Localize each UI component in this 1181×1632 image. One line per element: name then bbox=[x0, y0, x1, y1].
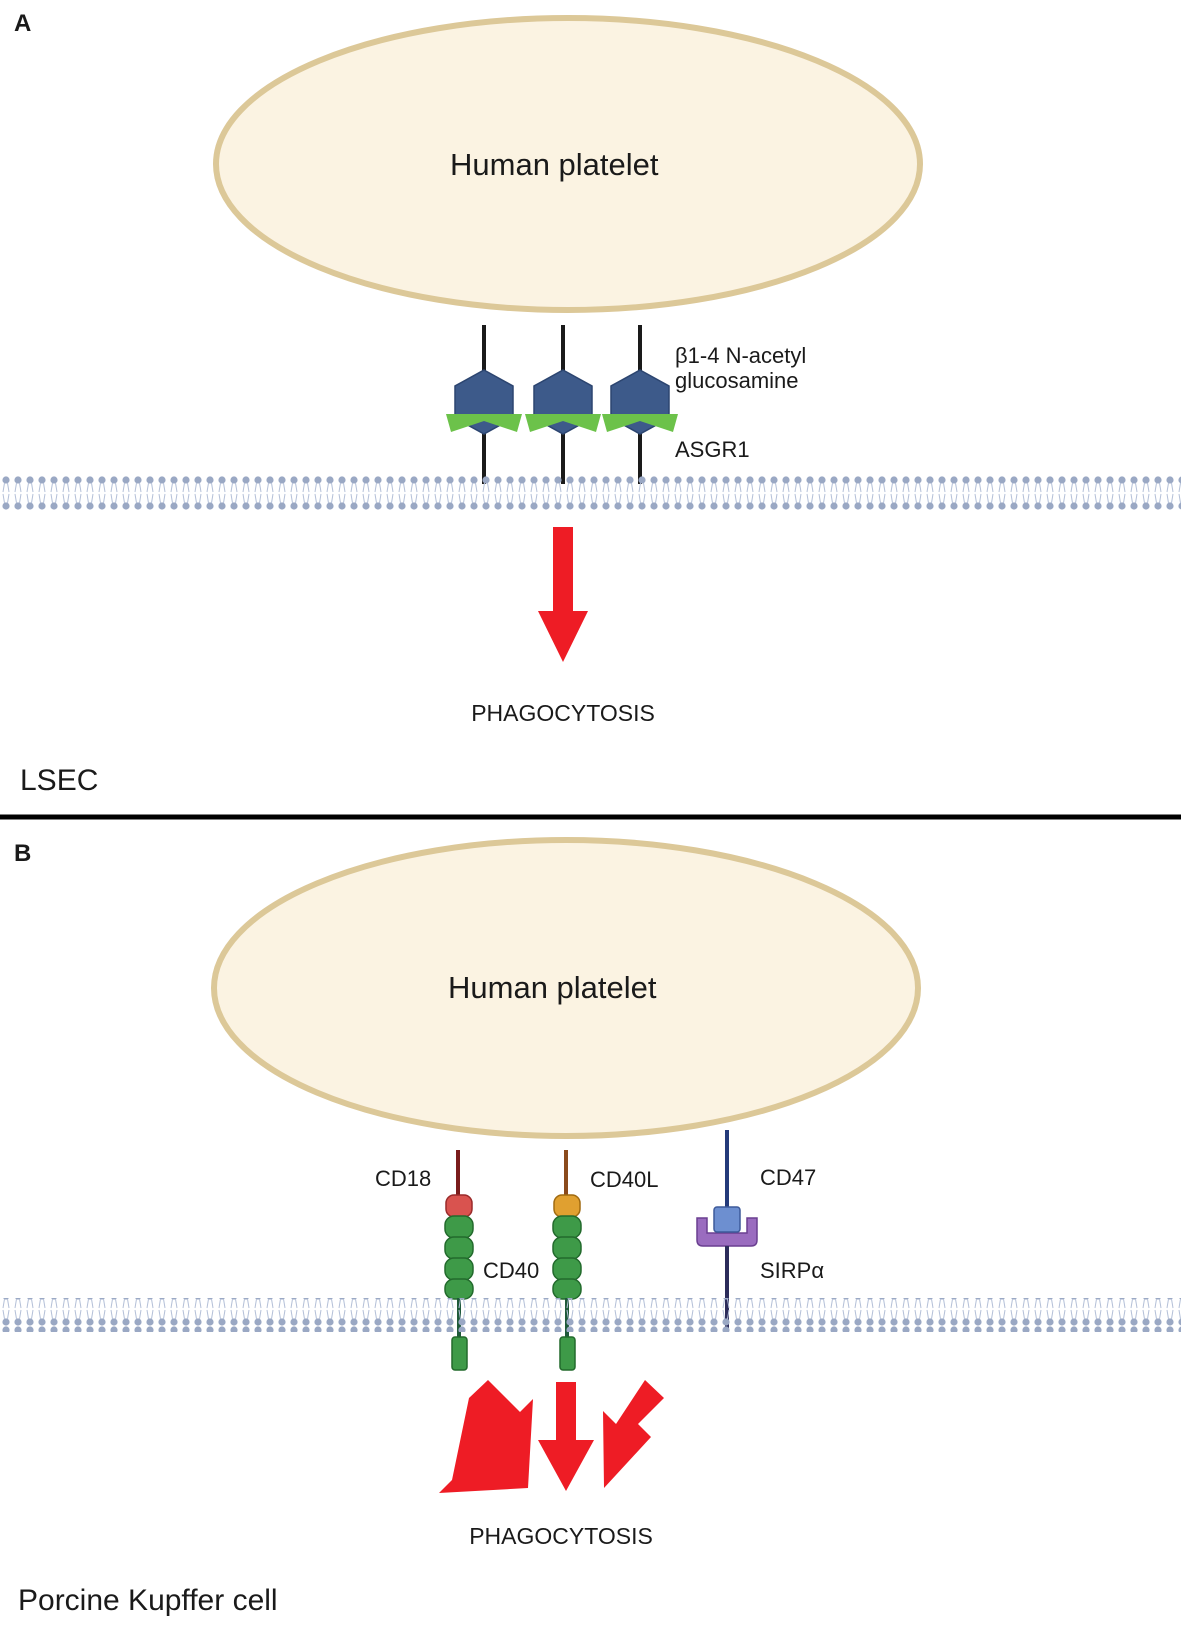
phagocytosis-arrow-right bbox=[603, 1380, 664, 1488]
lsec-label: LSEC bbox=[20, 764, 99, 797]
cd40-domain bbox=[552, 1278, 582, 1300]
glcnac-label-line2: glucosamine bbox=[675, 368, 799, 393]
cd40-intracellular bbox=[451, 1336, 468, 1371]
platelet-b bbox=[211, 837, 921, 1139]
panel-a-letter: A bbox=[14, 10, 32, 37]
cd40-domain bbox=[444, 1215, 474, 1239]
phagocytosis-arrow-center bbox=[538, 1382, 594, 1491]
phagocytosis-label-b: PHAGOCYTOSIS bbox=[469, 1523, 653, 1549]
asgr1-receptor bbox=[602, 414, 678, 432]
glcnac-label-line1: β1-4 N-acetyl bbox=[675, 343, 807, 368]
cd40-domain bbox=[552, 1236, 582, 1260]
kupffer-membrane bbox=[0, 1298, 1181, 1332]
cd40l-domain bbox=[553, 1194, 581, 1218]
sirpa-label: SIRPα bbox=[760, 1258, 825, 1283]
cd47-label: CD47 bbox=[760, 1165, 817, 1190]
phagocytosis-arrow-a bbox=[538, 527, 588, 662]
phagocytosis-label-a: PHAGOCYTOSIS bbox=[471, 700, 655, 726]
cd40-intracellular bbox=[559, 1336, 576, 1371]
sirpa-receptor bbox=[696, 1217, 758, 1247]
phagocytosis-arrow-left bbox=[439, 1380, 533, 1493]
cd18-label: CD18 bbox=[375, 1166, 432, 1191]
asgr1-receptor bbox=[446, 414, 522, 432]
cd40-domain bbox=[552, 1215, 582, 1239]
platelet-a bbox=[213, 15, 923, 313]
cd47-domain bbox=[713, 1206, 741, 1233]
panel-b-letter: B bbox=[14, 840, 32, 867]
glycan-receptor-pairs-a bbox=[446, 325, 678, 484]
cd40l-label: CD40L bbox=[590, 1167, 659, 1192]
asgr1-label: ASGR1 bbox=[675, 437, 750, 462]
kupffer-cell-label: Porcine Kupffer cell bbox=[18, 1584, 278, 1617]
cd40-domain bbox=[552, 1257, 582, 1281]
cd40-domain bbox=[444, 1278, 474, 1300]
cd40-label: CD40 bbox=[483, 1258, 540, 1283]
cd18-domain bbox=[445, 1194, 473, 1218]
cd40-domain bbox=[444, 1257, 474, 1281]
lsec-membrane bbox=[0, 476, 1181, 510]
cd40-domain bbox=[444, 1236, 474, 1260]
platelet-b-label: Human platelet bbox=[448, 970, 657, 1005]
platelet-a-label: Human platelet bbox=[450, 147, 659, 182]
asgr1-receptor bbox=[525, 414, 601, 432]
cd18-cd40-pair bbox=[444, 1150, 474, 1371]
cd40l-cd40-pair bbox=[552, 1150, 582, 1371]
